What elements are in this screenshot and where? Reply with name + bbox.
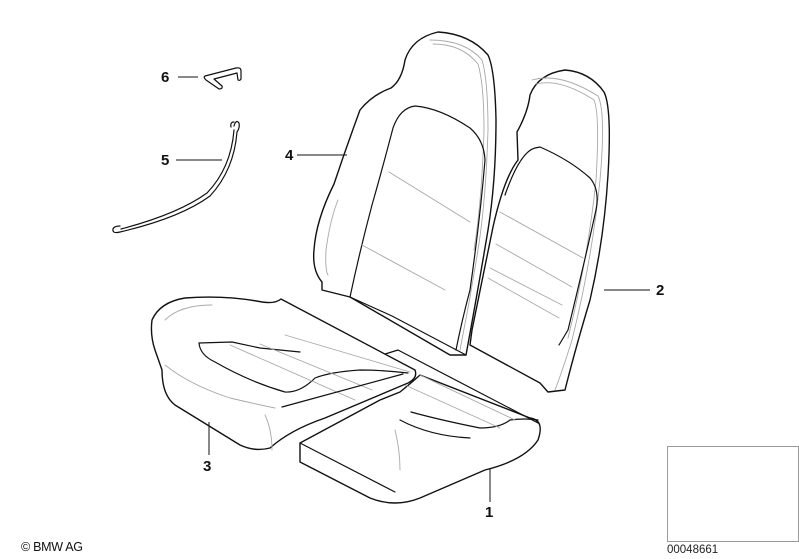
wire-bracket-part-5[interactable] (112, 120, 240, 234)
callout-label-1[interactable]: 1 (485, 504, 494, 521)
copyright-text: © BMW AG (21, 540, 83, 554)
backrest-cover-part-2[interactable] (469, 69, 611, 393)
seat-cushion-cover-part-3[interactable] (150, 296, 417, 451)
callout-label-6[interactable]: 6 (161, 69, 170, 86)
backrest-cover-part-4[interactable] (312, 31, 497, 356)
document-number: 00048661 (667, 544, 719, 556)
seat-cushion-cover-part-1[interactable] (299, 349, 541, 504)
clip-part-6[interactable] (203, 67, 242, 90)
vehicle-thumbnail-frame (667, 446, 799, 542)
callout-label-5[interactable]: 5 (161, 152, 170, 169)
callout-label-2[interactable]: 2 (656, 282, 665, 299)
callout-label-4[interactable]: 4 (285, 147, 294, 164)
callout-label-3[interactable]: 3 (203, 458, 212, 475)
